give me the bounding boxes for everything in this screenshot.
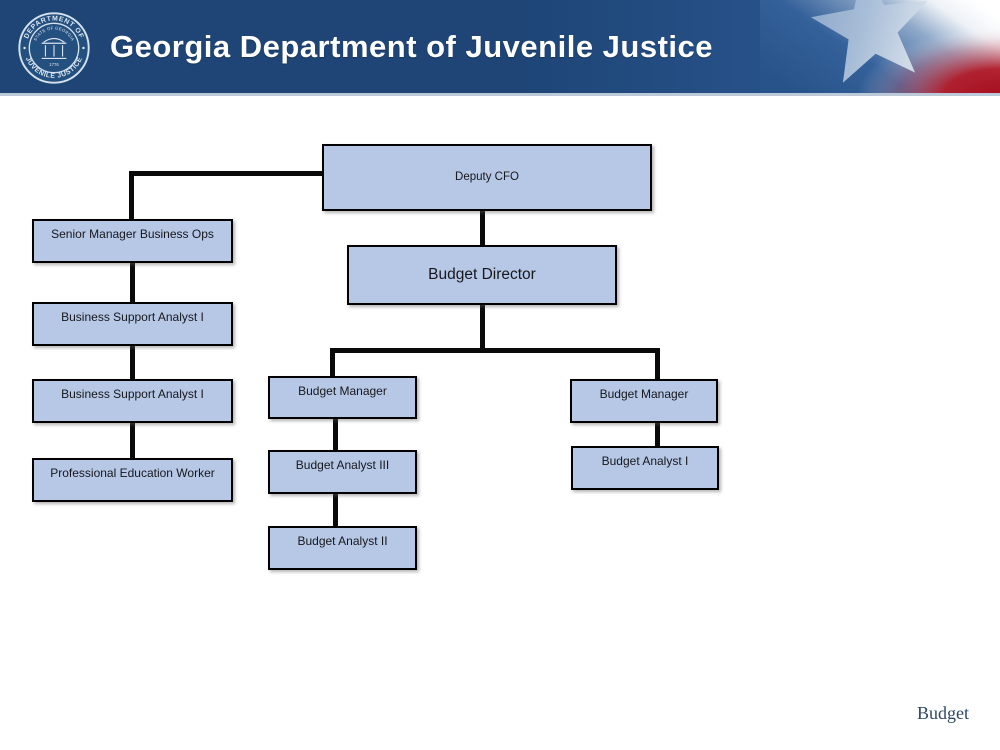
agency-seal-logo: DEPARTMENT OF JUVENILE JUSTICE STATE OF … <box>17 11 91 85</box>
org-node-business-support-analyst-i-b: Business Support Analyst I <box>32 379 233 423</box>
org-node-budget-analyst-ii: Budget Analyst II <box>268 526 417 570</box>
footer-label: Budget <box>917 703 969 723</box>
org-node-label: Budget Director <box>428 266 536 284</box>
connector-left-branch-drop <box>129 171 134 222</box>
org-node-label: Budget Manager <box>298 384 387 398</box>
org-node-budget-director: Budget Director <box>347 245 617 305</box>
seal-year-text: 1776 <box>49 62 59 67</box>
connector-left-chain-2 <box>130 344 135 382</box>
connector-left-chain-3 <box>130 421 135 461</box>
connector-branch-right-drop <box>655 348 660 382</box>
connector-deputy-to-left-branch <box>129 171 322 176</box>
org-node-senior-manager-business-ops: Senior Manager Business Ops <box>32 219 233 263</box>
connector-left-chain-1 <box>130 261 135 304</box>
connector-branch-left-drop <box>330 348 335 379</box>
org-node-label: Senior Manager Business Ops <box>51 227 214 241</box>
page-title: Georgia Department of Juvenile Justice <box>110 28 714 64</box>
org-node-label: Business Support Analyst I <box>61 310 204 324</box>
connector-mid-chain-2 <box>333 492 338 529</box>
org-node-label: Deputy CFO <box>455 170 519 183</box>
org-node-budget-analyst-i: Budget Analyst I <box>571 446 719 490</box>
header-banner: DEPARTMENT OF JUVENILE JUSTICE STATE OF … <box>0 0 1000 96</box>
connector-deputy-to-director <box>480 210 485 248</box>
org-node-budget-analyst-iii: Budget Analyst III <box>268 450 417 494</box>
org-node-label: Professional Education Worker <box>50 466 215 480</box>
connector-right-chain-1 <box>655 420 660 449</box>
connector-director-branch-horizontal <box>330 348 660 353</box>
org-node-business-support-analyst-i-a: Business Support Analyst I <box>32 302 233 346</box>
connector-mid-chain-1 <box>333 417 338 453</box>
seal-arch-columns <box>41 37 67 60</box>
org-node-budget-manager-right: Budget Manager <box>570 379 718 423</box>
flag-star-graphic <box>760 0 1000 93</box>
org-node-budget-manager-left: Budget Manager <box>268 376 417 419</box>
org-node-professional-education-worker: Professional Education Worker <box>32 458 233 502</box>
org-node-label: Budget Analyst I <box>601 454 689 468</box>
org-node-label: Business Support Analyst I <box>61 387 204 401</box>
star-icon <box>810 0 928 83</box>
connector-director-drop <box>480 303 485 350</box>
org-node-label: Budget Analyst II <box>297 534 388 548</box>
org-node-deputy-cfo: Deputy CFO <box>322 144 652 211</box>
org-node-label: Budget Analyst III <box>295 458 390 472</box>
org-node-label: Budget Manager <box>599 387 689 401</box>
